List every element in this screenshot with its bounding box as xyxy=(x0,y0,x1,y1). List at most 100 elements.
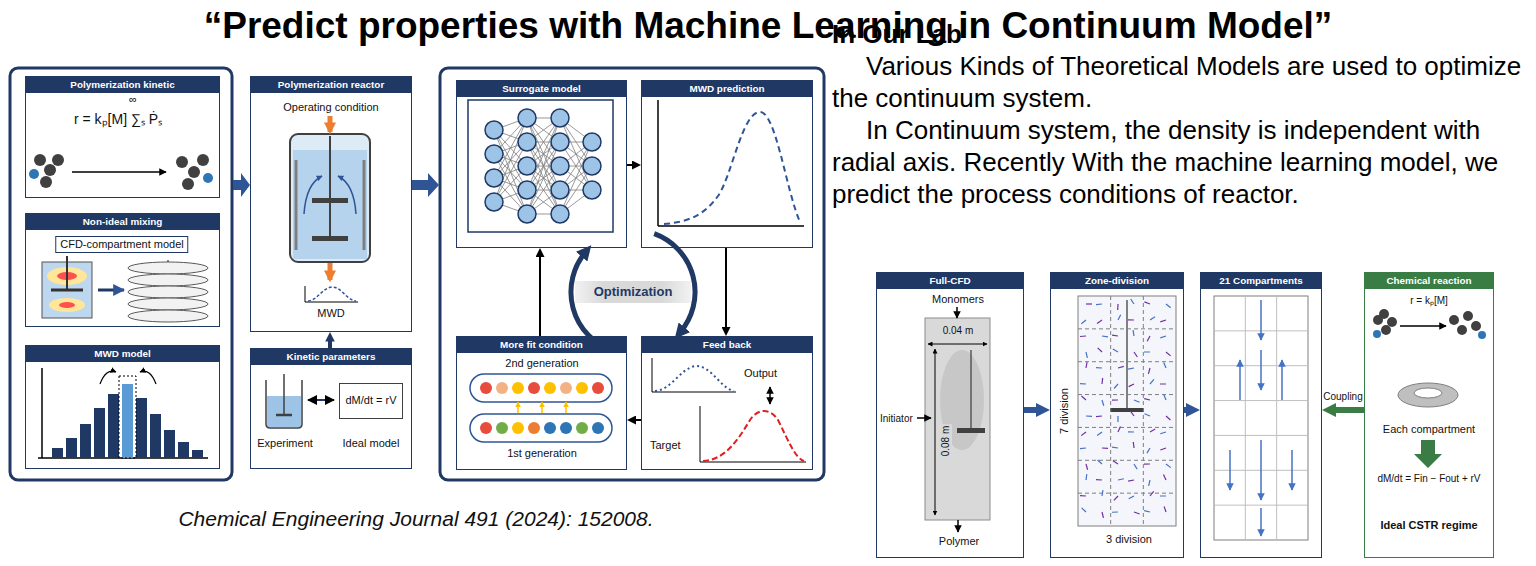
reaction-sketch xyxy=(1398,383,1458,407)
optimization-cycle xyxy=(571,234,695,351)
box-text: 1st generation xyxy=(506,447,578,460)
zone-grid xyxy=(1086,303,1092,304)
zone-grid xyxy=(1086,464,1088,470)
prediction-chart xyxy=(658,225,804,227)
compartment-grid xyxy=(1214,296,1308,540)
network-neuron xyxy=(583,133,601,151)
mwd-histogram xyxy=(140,371,156,384)
box-header: Chemical reaction xyxy=(1365,273,1493,289)
network-neuron xyxy=(583,181,601,199)
box-header: More fit condition xyxy=(457,337,626,353)
zone-grid xyxy=(1117,416,1118,422)
zone-grid xyxy=(1129,496,1134,499)
network-neuron xyxy=(551,205,569,223)
reaction-sketch xyxy=(1373,309,1486,468)
box-text: Optimization xyxy=(593,284,674,300)
reaction-sketch xyxy=(1478,331,1486,339)
zone-division-map xyxy=(1126,300,1128,408)
zone-grid xyxy=(1160,320,1166,322)
zone-grid xyxy=(1085,474,1087,480)
compartment-grid xyxy=(1214,296,1308,540)
polymer-chain xyxy=(29,154,213,190)
zone-grid xyxy=(1133,442,1135,448)
box-header: Zone-division xyxy=(1051,273,1183,289)
compartment-stack xyxy=(128,262,208,274)
mwd-histogram xyxy=(192,450,203,458)
reaction-sketch xyxy=(1379,309,1389,319)
zone-grid xyxy=(1118,427,1120,432)
mwd-histogram xyxy=(108,394,119,458)
network-frame xyxy=(468,100,613,232)
compartment-grid-line xyxy=(1214,296,1308,540)
polymer-chain xyxy=(188,166,200,178)
zone-grid xyxy=(1102,335,1108,337)
body-text: In Continuum system, the density is inde… xyxy=(832,114,1530,210)
polymer-chain xyxy=(176,156,188,168)
zone-grid xyxy=(1166,352,1171,356)
zone-grid xyxy=(1078,460,1176,461)
flow-connector xyxy=(725,248,727,330)
box-text: r = kₚ[M] ∑ₛ Ṗₛ xyxy=(73,111,163,128)
cfd-reactor-section xyxy=(925,318,990,520)
body-text: In Our Lab xyxy=(832,18,1530,50)
reaction-sketch xyxy=(1414,440,1442,468)
panel-box: Zone-division7 division3 division xyxy=(1050,272,1184,558)
zone-grid xyxy=(1147,448,1150,453)
zone-division-map xyxy=(1110,408,1144,412)
zone-grid xyxy=(1112,334,1118,336)
zone-grid xyxy=(1078,296,1176,526)
reaction-sketch xyxy=(1400,325,1446,327)
zone-grid xyxy=(1118,366,1124,368)
zone-grid xyxy=(1078,361,1176,362)
zone-grid xyxy=(1160,432,1166,434)
compartment-grid-line xyxy=(1214,435,1308,436)
cfd-reactor-section xyxy=(917,307,990,532)
box-text: r = kₚ[M] xyxy=(1409,295,1449,307)
panel-box: 21 Compartments xyxy=(1200,272,1322,558)
compartment-grid-line xyxy=(1214,400,1308,401)
zone-grid xyxy=(1101,378,1103,384)
reactor-vessel xyxy=(312,236,348,241)
polymer-chain xyxy=(52,154,64,166)
compartment-grid-line xyxy=(1260,350,1262,390)
zone-grid xyxy=(1086,352,1087,358)
zone-grid xyxy=(1113,461,1118,464)
cfd-beaker xyxy=(49,298,85,312)
mwd-histogram xyxy=(122,384,133,458)
page-title: “Predict properties with Machine Learnin… xyxy=(0,4,1536,48)
reaction-sketch xyxy=(1463,311,1473,321)
network-link xyxy=(560,142,592,214)
reaction-sketch xyxy=(1381,325,1391,335)
experiment-beaker xyxy=(308,399,334,401)
feedback-chart xyxy=(703,411,804,461)
reactor-vessel xyxy=(328,263,333,280)
zone-grid xyxy=(1097,320,1102,323)
network-link xyxy=(494,118,592,214)
box-header: Non-ideal mixing xyxy=(26,214,219,230)
polymer-chain xyxy=(44,164,56,176)
zone-grid xyxy=(1080,335,1086,337)
reactor-vessel xyxy=(305,286,306,302)
compartment-grid-line xyxy=(1260,300,1262,340)
zone-grid xyxy=(1081,320,1086,324)
zone-grid xyxy=(1144,351,1150,352)
population-capsule xyxy=(470,374,612,442)
selection-arrow xyxy=(518,402,566,413)
flow-connector xyxy=(328,339,332,348)
zone-grid xyxy=(1129,384,1134,387)
mwd-histogram xyxy=(178,442,189,458)
network-neuron xyxy=(485,169,503,187)
cfd-reactor-section xyxy=(956,307,958,318)
network-neuron xyxy=(518,205,536,223)
zone-grid xyxy=(1148,368,1150,374)
mwd-histogram xyxy=(150,414,161,458)
zone-grid xyxy=(1164,362,1166,368)
flow-connector xyxy=(633,419,641,421)
cfd-beaker xyxy=(98,289,124,292)
mwd-histogram xyxy=(136,398,147,458)
panel-frame xyxy=(440,68,824,480)
population-dot xyxy=(544,382,556,394)
connector-label: Coupling xyxy=(1322,391,1363,403)
flow-connector xyxy=(1024,407,1040,413)
